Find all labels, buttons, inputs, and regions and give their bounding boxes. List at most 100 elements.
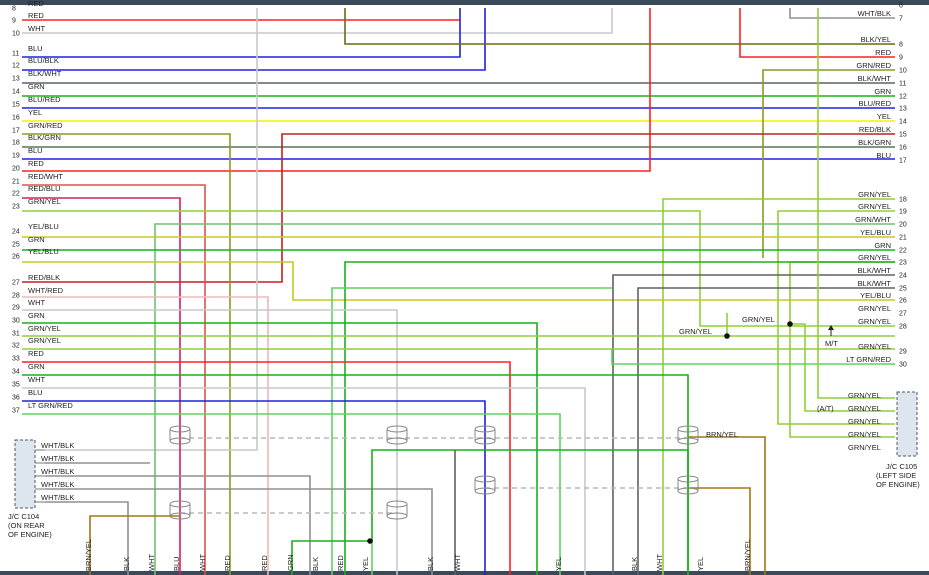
- jc-c104-pin-label: WHT/BLK: [41, 454, 74, 463]
- right-pin-label: BLU/RED: [858, 99, 891, 108]
- right-pin-label: LT GRN/RED: [846, 355, 891, 364]
- left-pin-label: RED: [28, 349, 44, 358]
- right-pin-label: YEL/BLU: [860, 291, 891, 300]
- right-pin-label: RED: [875, 48, 891, 57]
- right-pin-number: 16: [899, 145, 907, 152]
- right-pin-label: GRN/YEL: [858, 202, 891, 211]
- left-pin-label: YEL/BLU: [28, 247, 59, 256]
- bottom-wire-label: BLK: [122, 557, 131, 571]
- left-pin-number: 10: [12, 31, 20, 38]
- bottom-wire-label: BRN/YEL: [84, 539, 93, 571]
- wire-blk-c104-5: [45, 501, 129, 575]
- left-pin-label: GRN/YEL: [28, 197, 61, 206]
- wire-blk-wht-25r: [637, 287, 895, 575]
- left-pin-label: RED: [28, 159, 44, 168]
- left-pin-label: BLU: [28, 388, 43, 397]
- right-pin-number: 18: [899, 197, 907, 204]
- left-pin-number: 33: [12, 356, 20, 363]
- jc-c104-pin-label: WHT/BLK: [41, 441, 74, 450]
- left-pin-label: BLU: [28, 44, 43, 53]
- left-pin-number: 23: [12, 204, 20, 211]
- wire-red-blk-15r: [22, 133, 895, 283]
- wire-wht-vert: [45, 8, 258, 451]
- wire-grn-yel-m: [790, 323, 895, 412]
- wire-red-top-right: [739, 8, 895, 58]
- bottom-wire-label: YEL: [361, 557, 370, 571]
- wire-wht-blk-7r: [789, 8, 895, 19]
- shield-splice-icon: [474, 475, 496, 495]
- jc-c104-pin-label: WHT/BLK: [41, 480, 74, 489]
- right-pin-label: BLK/WHT: [858, 74, 892, 83]
- left-pin-number: 25: [12, 242, 20, 249]
- right-pin-label: GRN/RED: [856, 61, 891, 70]
- jc-c105-caption-3: OF ENGINE): [876, 480, 920, 489]
- bottom-wire-label: RED: [223, 555, 232, 571]
- wire-blu-11: [22, 8, 461, 58]
- label-layer: 8RED9RED10WHT11BLU12BLU/BLK13BLK/WHT14GR…: [12, 0, 907, 571]
- wire-ltgrn-25: [331, 287, 612, 575]
- bottom-wire-label: BRN/YEL: [743, 539, 752, 571]
- wire-blk-yel-8: [344, 8, 895, 45]
- right-pin-number: 27: [899, 311, 907, 318]
- jc-c105-pin-label: GRN/YEL: [848, 430, 881, 439]
- wire-grn-30: [22, 322, 538, 575]
- wire-ltgrn-37: [22, 413, 561, 575]
- left-pin-number: 28: [12, 293, 20, 300]
- mt-label: M/T: [825, 339, 838, 348]
- right-pin-label: GRN/YEL: [858, 190, 891, 199]
- jc-c105-caption-1: J/C C105: [886, 462, 917, 471]
- left-pin-number: 17: [12, 128, 20, 135]
- right-pin-number: 11: [899, 81, 906, 88]
- left-pin-label: RED: [28, 0, 44, 8]
- splice-dot: [367, 538, 373, 544]
- wire-grn-yel-19r: [777, 210, 895, 425]
- left-pin-label: GRN: [28, 82, 45, 91]
- right-pin-label: GRN/YEL: [858, 304, 891, 313]
- wire-ltgrn-30r: [611, 349, 895, 365]
- right-pin-label: RED/BLK: [859, 125, 891, 134]
- wire-blk-c104-4: [45, 488, 433, 575]
- wire-grn-red-17: [22, 133, 231, 575]
- left-pin-number: 16: [12, 115, 20, 122]
- shield-splice-icon: [677, 425, 699, 445]
- jc-c104-body: [14, 439, 36, 509]
- bottom-wire-label: RED: [260, 555, 269, 571]
- wire-red-wht-21: [22, 184, 206, 575]
- left-pin-label: YEL: [28, 108, 42, 117]
- right-pin-label: YEL: [877, 112, 891, 121]
- wire-red-33: [22, 361, 511, 575]
- wire-blk-wht-24r: [612, 274, 895, 575]
- wire-wht-29: [22, 309, 398, 575]
- right-pin-number: 8: [899, 42, 903, 49]
- left-pin-number: 35: [12, 382, 20, 389]
- bottom-wire-label: WHT: [147, 554, 156, 571]
- wire-grn-34: [22, 374, 689, 575]
- left-pin-label: BLU/BLK: [28, 56, 59, 65]
- jc-c105-body: [896, 391, 918, 457]
- jc-c104-pin-label: WHT/BLK: [41, 467, 74, 476]
- left-pin-number: 24: [12, 229, 20, 236]
- bottom-wire-label: BLK: [311, 557, 320, 571]
- left-pin-number: 18: [12, 140, 20, 147]
- left-pin-number: 37: [12, 408, 20, 415]
- right-pin-number: 10: [899, 68, 907, 75]
- left-pin-label: GRN: [28, 235, 45, 244]
- left-pin-label: WHT/RED: [28, 286, 64, 295]
- wire-grn-yel-c105-1: [817, 8, 895, 399]
- left-pin-label: GRN: [28, 362, 45, 371]
- wire-blk-c104-3: [45, 475, 311, 575]
- wire-blu-blk-12: [22, 8, 486, 71]
- wire-grn-23b: [344, 261, 895, 575]
- right-pin-number: 17: [899, 158, 907, 165]
- left-pin-label: BLK/GRN: [28, 133, 61, 142]
- left-pin-label: RED/WHT: [28, 172, 63, 181]
- jc-c104-caption-3: OF ENGINE): [8, 530, 52, 539]
- left-pin-label: BLK/WHT: [28, 69, 62, 78]
- bottom-wire-label: GRN: [286, 554, 295, 571]
- bottom-wire-label: YEL: [554, 557, 563, 571]
- right-pin-label: GRN/YEL: [858, 342, 891, 351]
- right-pin-number: 21: [899, 235, 907, 242]
- shield-splice-icon: [386, 500, 408, 520]
- left-pin-number: 26: [12, 254, 20, 261]
